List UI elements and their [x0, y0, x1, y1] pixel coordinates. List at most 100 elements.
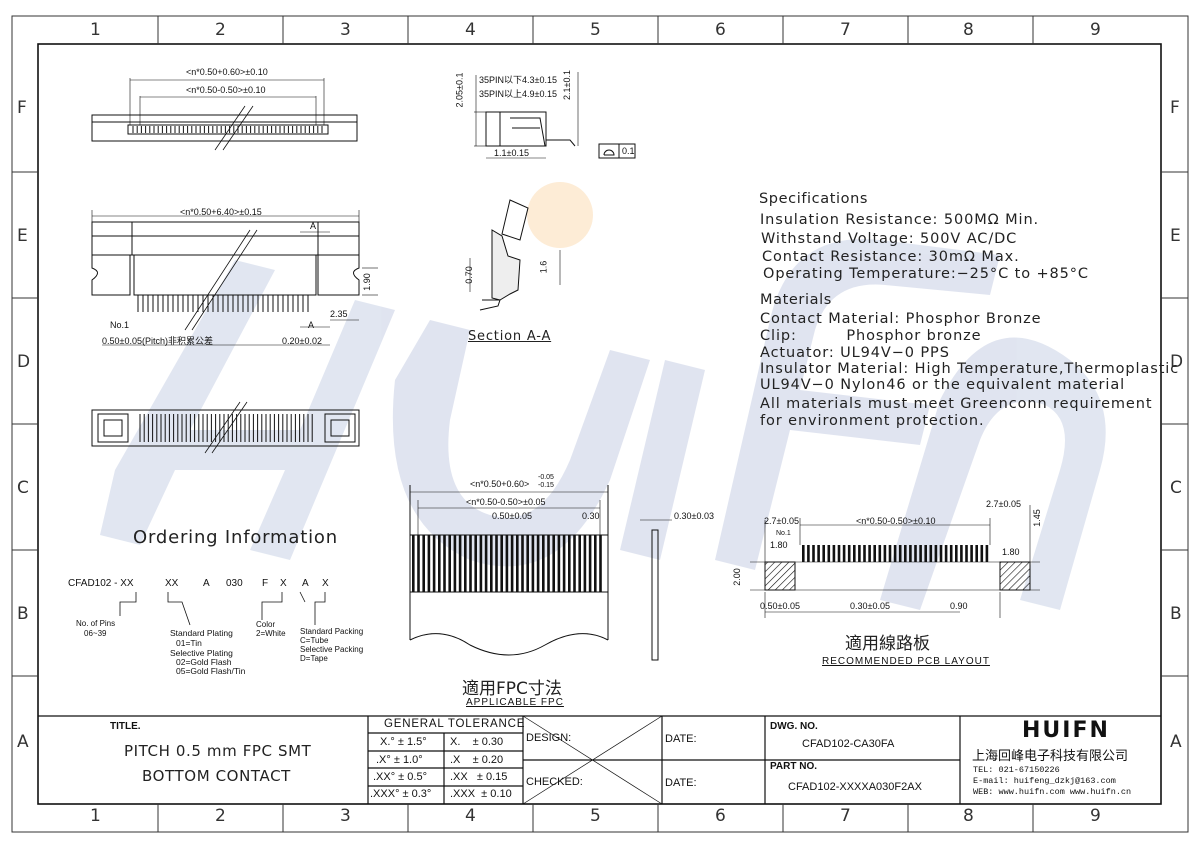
ordering-code-color: X [280, 578, 287, 589]
fpc-trace [458, 535, 462, 592]
row-label-d-right: D [1170, 352, 1184, 372]
ordering-color-2: 2=White [256, 629, 286, 638]
fpc-trace [417, 535, 420, 592]
fpc-trace [495, 535, 498, 592]
materials-line-4: Insulator Material: High Temperature,The… [760, 361, 1180, 377]
col-label-8-bottom: 8 [963, 806, 974, 826]
col-label-8: 8 [963, 20, 974, 40]
pcb-pad [827, 545, 831, 562]
pcb-pad [802, 545, 805, 562]
pcb-dim-right-top: 2.7±0.05 [986, 499, 1021, 509]
bottom-view [91, 401, 360, 454]
materials-line-1: Contact Material: Phosphor Bronze [760, 311, 1042, 327]
row-label-b: B [17, 604, 29, 624]
front-dim-020: 0.20±0.02 [282, 336, 322, 346]
front-pitch: 0.50±0.05(Pitch)非积累公差 [102, 336, 213, 346]
materials-line-2: Clip: Phosphor bronze [760, 328, 982, 344]
section-view [469, 199, 561, 311]
section-dim-16: 1.6 [538, 260, 549, 274]
fpc-view [409, 485, 672, 661]
ordering-packing-4: D=Tape [300, 654, 328, 663]
fpc-trace [531, 535, 535, 592]
pcb-title-en: RECOMMENDED PCB LAYOUT [822, 656, 990, 667]
tb-tol-r4-a: .XXX° ± 0.3° [370, 788, 432, 800]
ordering-code-f: F [262, 578, 269, 589]
pcb-pads [802, 545, 989, 562]
pcb-pad [858, 545, 861, 562]
col-label-9-bottom: 9 [1090, 806, 1101, 826]
fpc-trace [479, 535, 483, 592]
tb-tol-r4-b: .XXX ± 0.10 [450, 788, 512, 800]
ordering-code-base: CFAD102 - XX [68, 578, 134, 589]
col-label-1-bottom: 1 [90, 806, 101, 826]
ordering-pins-range: 06~39 [84, 629, 107, 638]
spec-line-2: Withstand Voltage: 500V AC/DC [761, 231, 1018, 247]
fpc-trace [573, 535, 576, 592]
ordering-code-plating: XX [165, 578, 179, 589]
row-label-a: A [17, 732, 29, 752]
pcb-pad [817, 545, 820, 562]
bottom-view-pins [139, 414, 313, 442]
ordering-plating-3: Selective Plating [170, 648, 233, 658]
ordering-code-a2: A [302, 578, 309, 589]
tb-tol-r1-b: X. ± 0.30 [450, 736, 504, 748]
tb-tol-r3-b: .XX ± 0.15 [450, 771, 508, 783]
fpc-trace [568, 535, 571, 592]
company-tel: TEL: 021-67150226 [973, 765, 1060, 775]
fpc-trace [588, 535, 592, 592]
fpc-title-cn: 適用FPC寸法 [462, 679, 562, 699]
materials-line-7: for environment protection. [760, 413, 985, 429]
pcb-dim-030: 0.30±0.05 [850, 601, 890, 611]
side-pin-large: 35PIN以上4.9±0.15 [479, 89, 557, 99]
tb-tol-r1-a: X.° ± 1.5° [380, 736, 427, 748]
fpc-dim-030: 0.30 [582, 511, 600, 521]
fpc-dim-pitch: 0.50±0.05 [492, 511, 532, 521]
fpc-trace [427, 535, 431, 592]
tb-design-label: DESIGN: [526, 732, 572, 744]
pcb-view [750, 505, 1040, 618]
section-mark-bottom: A [308, 320, 315, 330]
ordering-code-a: A [203, 578, 210, 589]
tb-tol-r2-a: .X° ± 1.0° [376, 754, 423, 766]
section-dim-070: 0.70 [463, 266, 474, 284]
front-dim-190: 1.90 [361, 273, 372, 291]
fpc-trace [432, 535, 436, 592]
pcb-pad [888, 545, 892, 562]
row-label-b-right: B [1170, 604, 1182, 624]
front-view-pins [137, 295, 309, 312]
fpc-trace [464, 535, 467, 592]
pcb-pad [863, 545, 866, 562]
pcb-pad [909, 545, 912, 562]
ordering-leaders [119, 591, 326, 626]
pcb-pad [929, 545, 933, 562]
pcb-pad [934, 545, 938, 562]
fpc-trace [490, 535, 493, 592]
ordering-plating-1: Standard Plating [170, 628, 233, 638]
fpc-trace [599, 535, 602, 592]
fpc-trace [500, 535, 503, 592]
company-logo: HUIFN [1022, 718, 1110, 743]
pcb-pad [904, 545, 907, 562]
pcb-dim-180-right: 1.80 [1002, 547, 1020, 557]
side-pin-small: 35PIN以下4.3±0.15 [479, 75, 557, 85]
watermark-logo [100, 239, 1106, 610]
pcb-pad [980, 545, 984, 562]
pcb-pad [924, 545, 927, 562]
pcb-pad [873, 545, 876, 562]
pcb-pad [853, 545, 856, 562]
pcb-pad [949, 545, 953, 562]
side-dim-left: 2.05±0.1 [454, 72, 465, 108]
fpc-title-en: APPLICABLE FPC [466, 697, 564, 708]
tb-date-label-2: DATE: [665, 777, 697, 789]
fpc-dim-outer-tol-down: -0.15 [538, 482, 554, 489]
pcb-title-cn: 適用線路板 [845, 634, 930, 654]
pcb-pad [893, 545, 897, 562]
pcb-pad [807, 545, 810, 562]
front-dim-235: 2.35 [330, 309, 348, 319]
pcb-pad [812, 545, 815, 562]
fpc-dim-thickness: 0.30±0.03 [674, 511, 714, 521]
fpc-dim-outer-tol-up: -0.05 [538, 474, 554, 481]
fpc-trace [578, 535, 581, 592]
